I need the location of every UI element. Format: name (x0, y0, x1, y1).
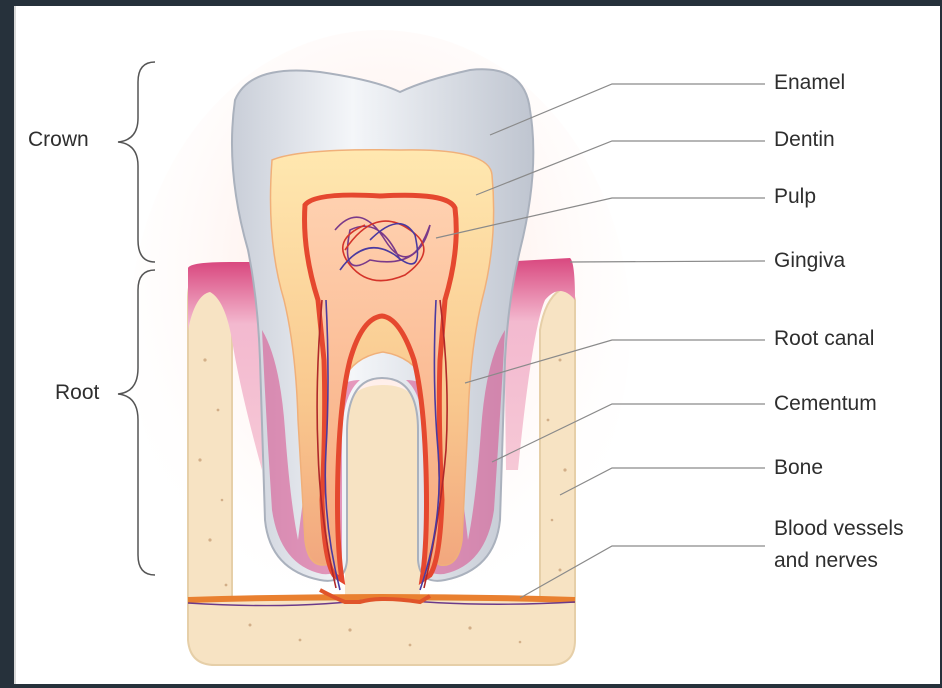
dentin-label: Dentin (774, 124, 835, 155)
enamel-label: Enamel (774, 67, 845, 98)
crown-label: Crown (28, 124, 89, 155)
blood-vessels-label: Blood vessels and nerves (774, 513, 934, 577)
bone-label: Bone (774, 452, 823, 483)
pulp-label: Pulp (774, 181, 816, 212)
cementum-label: Cementum (774, 388, 877, 419)
inter-root-bone (345, 385, 420, 600)
root-label: Root (55, 377, 99, 408)
root-canal-label: Root canal (774, 323, 874, 354)
blood-vessels-label-line2: and nerves (774, 549, 878, 572)
gingiva-label: Gingiva (774, 245, 845, 276)
blood-vessels-label-line1: Blood vessels (774, 517, 904, 540)
